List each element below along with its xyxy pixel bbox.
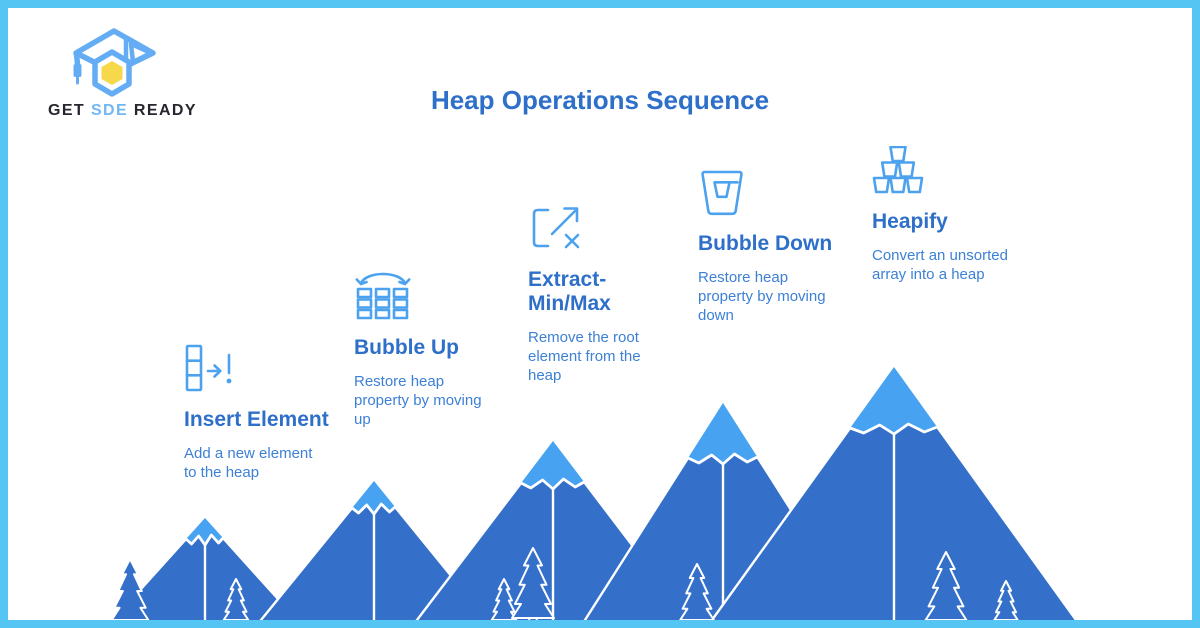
logo: GET SDE READY xyxy=(48,24,208,120)
snow-cap xyxy=(521,441,585,489)
step-heapify: Heapify Convert an unsorted array into a… xyxy=(872,146,1024,284)
step-description: Restore heap property by moving up xyxy=(354,373,482,428)
step-bubble-down: Bubble Down Restore heap property by mov… xyxy=(698,168,838,325)
step-description: Remove the root element from the heap xyxy=(528,329,641,384)
bucket-icon xyxy=(701,170,743,216)
brand-mid: SDE xyxy=(90,102,129,119)
step-title: Insert Element xyxy=(184,408,329,431)
snow-cap xyxy=(688,403,758,464)
step-title: Bubble Down xyxy=(698,232,833,255)
step-description: Add a new element to the heap xyxy=(184,445,313,481)
step-title: Bubble Up xyxy=(354,336,459,359)
graduation-cap-logo-icon xyxy=(73,28,156,97)
brand-suffix: READY xyxy=(133,102,197,119)
step-description: Convert an unsorted array into a heap xyxy=(872,247,1008,283)
brand-wordmark: GET SDE READY xyxy=(48,102,208,120)
mountain-illustration xyxy=(104,365,1083,628)
step-bubble-up: Bubble Up Restore heap property by movin… xyxy=(354,270,494,429)
step-insert-element: Insert Element Add a new element to the … xyxy=(184,344,329,482)
step-extract-min-max: Extract-Min/Max Remove the root element … xyxy=(528,202,658,385)
page-title: Heap Operations Sequence xyxy=(430,85,770,116)
bubble-up-icon xyxy=(355,272,411,320)
stacked-cups-icon xyxy=(872,146,924,194)
step-description: Restore heap property by moving down xyxy=(698,269,826,324)
brand-prefix: GET xyxy=(48,102,86,119)
step-title: Heapify xyxy=(872,210,948,233)
step-title: Extract-Min/Max xyxy=(528,268,611,315)
snow-cap xyxy=(850,367,938,434)
array-insert-icon xyxy=(185,344,232,392)
extract-arrow-icon xyxy=(532,207,580,249)
